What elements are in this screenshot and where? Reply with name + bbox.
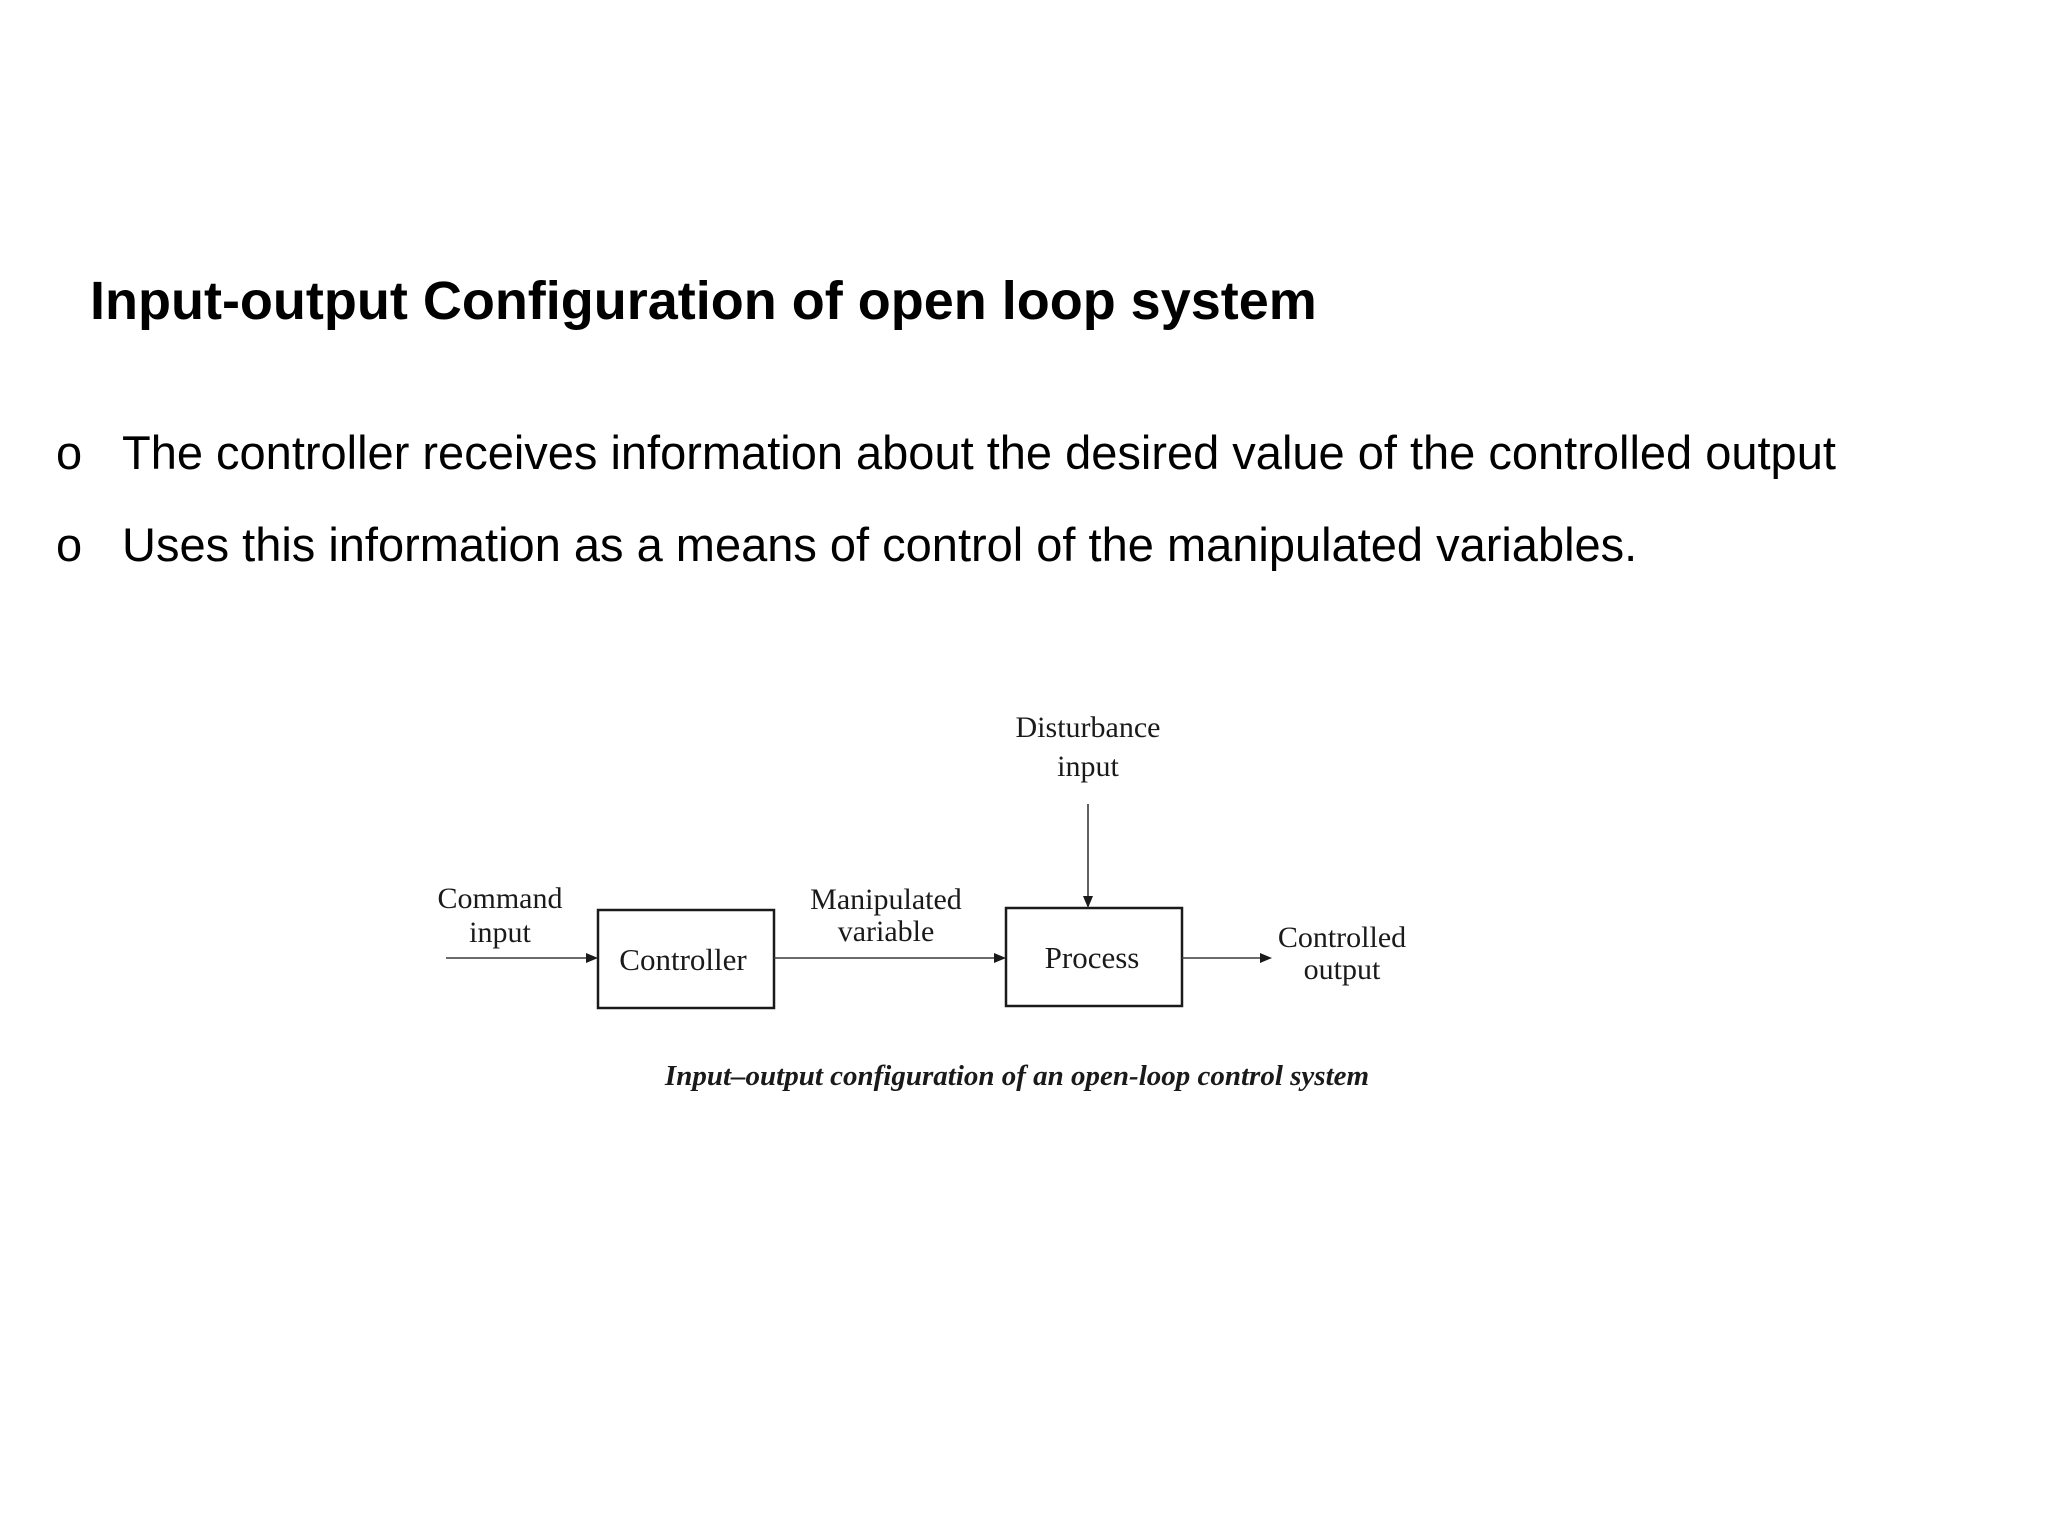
diagram-caption: Input–output configuration of an open-lo… bbox=[664, 1060, 1369, 1092]
bullet-text: The controller receives information abou… bbox=[122, 426, 1836, 479]
controlled-output-label-line1: Controlled bbox=[1278, 921, 1406, 954]
disturbance-input-label-line2: input bbox=[1057, 750, 1119, 783]
bullet-text: Uses this information as a means of cont… bbox=[122, 518, 1638, 571]
controller-label: Controller bbox=[619, 942, 747, 977]
command-input-arrowhead bbox=[586, 953, 598, 963]
slide-title: Input-output Configuration of open loop … bbox=[90, 271, 1317, 331]
command-input-label-line1: Command bbox=[438, 882, 563, 915]
bullet-marker: o bbox=[56, 518, 83, 571]
disturbance-input-arrowhead bbox=[1083, 896, 1093, 908]
command-input-label-line2: input bbox=[469, 916, 531, 949]
disturbance-input-label-line1: Disturbance bbox=[1016, 711, 1161, 744]
controller-block bbox=[596, 908, 776, 1010]
controlled-output-arrowhead bbox=[1260, 953, 1272, 963]
controlled-output-label-line2: output bbox=[1304, 953, 1381, 986]
manipulated-variable-label-line2: variable bbox=[838, 915, 935, 948]
process-label: Process bbox=[1045, 940, 1140, 975]
manipulated-variable-arrowhead bbox=[994, 953, 1006, 963]
bullet-marker: o bbox=[56, 426, 83, 479]
manipulated-variable-label-line1: Manipulated bbox=[810, 883, 962, 916]
process-block bbox=[1004, 906, 1184, 1008]
